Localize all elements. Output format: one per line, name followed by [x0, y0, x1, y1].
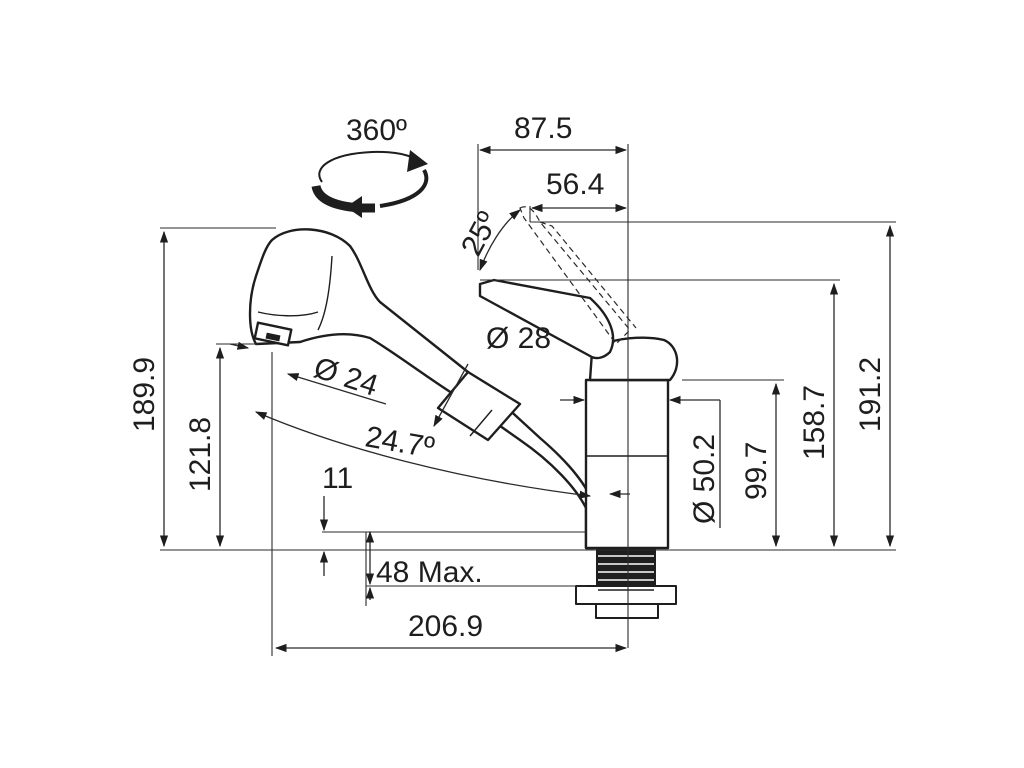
- dim-189-9: 189.9: [128, 357, 161, 432]
- angle-25: 25º: [455, 207, 505, 262]
- dimension-lines: [159, 145, 895, 653]
- rotation-label: 360º: [346, 114, 407, 147]
- dim-191-2: 191.2: [854, 357, 887, 432]
- dim-diameter-28: Ø 28: [486, 322, 551, 355]
- dim-48-max: 48 Max.: [376, 556, 483, 589]
- dim-11: 11: [322, 462, 353, 495]
- dim-87-5: 87.5: [514, 112, 572, 145]
- angle-24-7: 24.7º: [363, 420, 437, 465]
- dim-99-7: 99.7: [740, 442, 773, 500]
- dim-diameter-50-2: Ø 50.2: [688, 434, 721, 524]
- dim-56-4: 56.4: [546, 168, 604, 201]
- extension-lines: [160, 144, 896, 656]
- dimension-labels: 360º 87.5 56.4 25º Ø 28 Ø 24 24.7º 189.9…: [128, 112, 887, 643]
- rotation-360-icon: [311, 150, 429, 218]
- dim-206-9: 206.9: [408, 610, 483, 643]
- dim-121-8: 121.8: [184, 417, 217, 492]
- dim-diameter-24: Ø 24: [310, 351, 382, 402]
- dim-158-7: 158.7: [798, 385, 831, 460]
